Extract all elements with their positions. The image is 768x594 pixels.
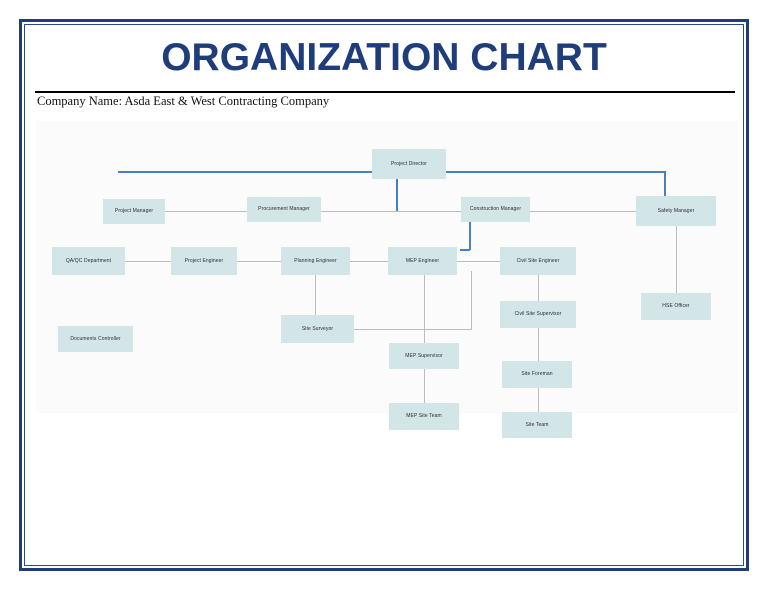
node-label: Site Team bbox=[525, 421, 549, 428]
node-label: QA/QC Department bbox=[65, 257, 112, 264]
connector-level3-spine-a bbox=[125, 261, 171, 262]
node-label: Project Director bbox=[390, 160, 428, 167]
node-procurement-manager[interactable]: Procurement Manager bbox=[247, 197, 321, 222]
node-safety-manager[interactable]: Safety Manager bbox=[636, 196, 716, 226]
node-label: Documents Controller bbox=[70, 335, 121, 342]
connector-director-to-safety-v bbox=[664, 171, 666, 205]
company-name-line: Company Name: Asda East & West Contracti… bbox=[37, 94, 330, 108]
connector-director-down bbox=[396, 179, 398, 211]
node-construction-manager[interactable]: Construction Manager bbox=[461, 197, 530, 222]
node-site-team[interactable]: Site Team bbox=[502, 412, 572, 438]
connector-level3-spine-b bbox=[237, 261, 281, 262]
node-site-foreman[interactable]: Site Foreman bbox=[502, 361, 572, 388]
connector-civil-sup-to-foreman bbox=[538, 328, 539, 361]
connector-mep-sup-to-team bbox=[424, 369, 425, 403]
title-divider-rule bbox=[35, 91, 735, 93]
node-project-manager[interactable]: Project Manager bbox=[103, 199, 165, 224]
node-label: Site Foreman bbox=[521, 371, 553, 377]
connector-planning-to-surveyor bbox=[315, 271, 316, 329]
connector-civil-eng-to-supervisor bbox=[538, 271, 539, 301]
connector-construction-elbow-v bbox=[469, 220, 471, 250]
connector-level2-spine-right bbox=[530, 211, 636, 212]
node-label: HSE Officer bbox=[662, 303, 690, 309]
node-site-surveyor[interactable]: Site Surveyor bbox=[281, 315, 354, 343]
node-label: Construction Manager bbox=[469, 206, 522, 212]
node-mep-supervisor[interactable]: MEP Supervisor bbox=[389, 343, 459, 369]
page-inner-border: ORGANIZATION CHART Company Name: Asda Ea… bbox=[24, 24, 744, 566]
title-block: ORGANIZATION CHART bbox=[35, 29, 733, 89]
node-label: Safety Manager bbox=[657, 207, 695, 214]
node-qa-qc-department[interactable]: QA/QC Department bbox=[52, 247, 125, 275]
node-mep-engineer[interactable]: MEP Engineer bbox=[388, 247, 457, 275]
page-title: ORGANIZATION CHART bbox=[161, 36, 607, 79]
node-planning-engineer[interactable]: Planning Engineer bbox=[281, 247, 350, 275]
node-label: MEP Engineer bbox=[405, 257, 440, 264]
connector-safety-to-hse bbox=[676, 225, 677, 293]
node-label: Procurement Manager bbox=[258, 206, 310, 212]
connector-foreman-to-site-team bbox=[538, 388, 539, 412]
node-civil-site-supervisor[interactable]: Civil Site Supervisor bbox=[500, 301, 576, 328]
connector-mep-to-supervisor bbox=[424, 271, 425, 343]
node-hse-officer[interactable]: HSE Officer bbox=[641, 293, 711, 320]
node-project-director[interactable]: Project Director bbox=[372, 149, 446, 179]
connector-surveyor-to-mep-v bbox=[471, 271, 472, 329]
node-label: Civil Site Supervisor bbox=[514, 311, 562, 317]
node-label: Project Engineer bbox=[184, 257, 224, 264]
org-chart-canvas: Project Director Project Manager Procure… bbox=[36, 121, 738, 438]
connector-surveyor-to-mep-h bbox=[354, 329, 472, 330]
node-documents-controller[interactable]: Documents Controller bbox=[58, 326, 133, 352]
connector-level3-spine-c bbox=[350, 261, 388, 262]
node-mep-site-team[interactable]: MEP Site Team bbox=[389, 403, 459, 430]
node-civil-site-engineer[interactable]: Civil Site Engineer bbox=[500, 247, 576, 275]
connector-level2-spine-mid bbox=[321, 211, 461, 212]
node-label: Planning Engineer bbox=[294, 257, 337, 264]
node-label: Civil Site Engineer bbox=[516, 257, 560, 264]
document-page: ORGANIZATION CHART Company Name: Asda Ea… bbox=[19, 19, 749, 571]
connector-level2-spine-left bbox=[165, 211, 247, 212]
connector-construction-elbow-h bbox=[460, 249, 470, 251]
node-label: MEP Supervisor bbox=[405, 352, 443, 359]
connector-level3-spine-d bbox=[457, 261, 500, 262]
node-label: MEP Site Team bbox=[406, 413, 442, 419]
node-label: Project Manager bbox=[114, 208, 154, 214]
node-project-engineer[interactable]: Project Engineer bbox=[171, 247, 237, 275]
node-label: Site Surveyor bbox=[301, 325, 334, 332]
